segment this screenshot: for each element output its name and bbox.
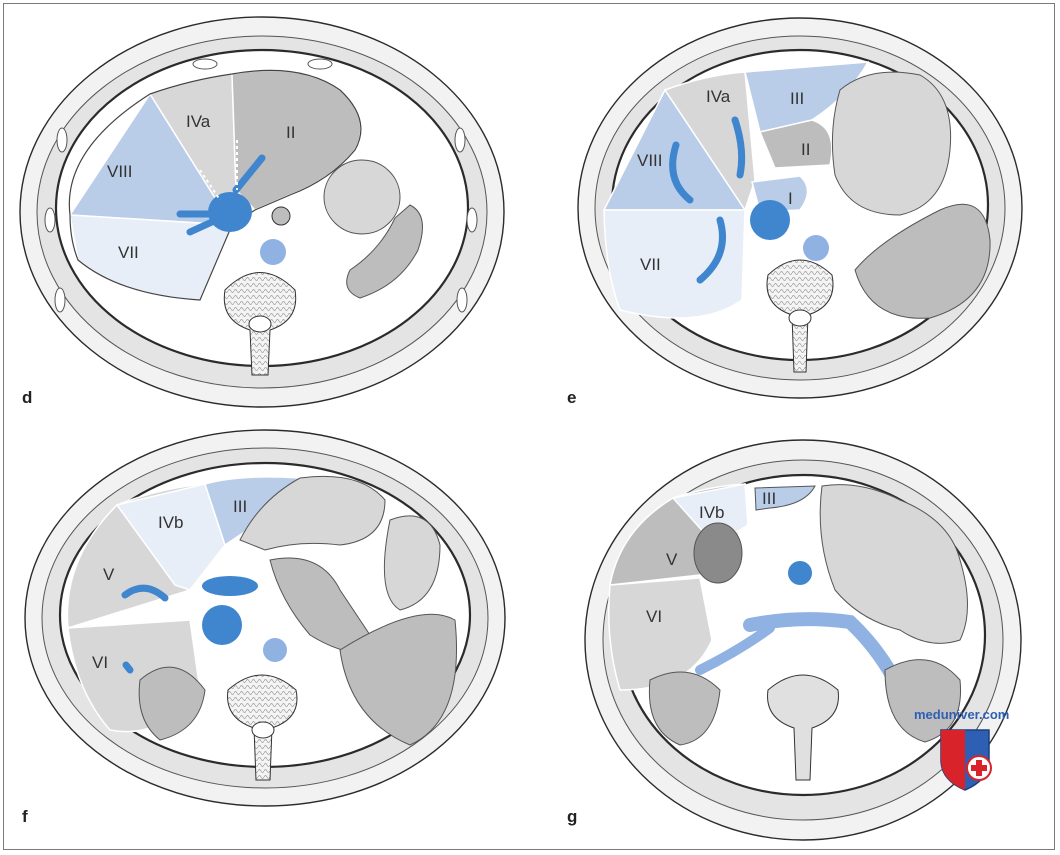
segment-label: V [666,550,678,569]
watermark: meduniver.com [914,707,1009,791]
rib [54,287,66,313]
segment-label: VI [646,607,662,626]
rib [44,207,56,233]
renal-vein [695,623,775,675]
spleen [339,613,458,746]
gallbladder [693,522,743,584]
segment-label: VI [92,653,108,672]
panel-letter: f [22,807,28,826]
panel-e: IVa III II VIII I VII e [567,17,1023,407]
segment-label: II [286,123,295,142]
hepatic-veins [121,584,169,674]
segment-vi [608,577,713,691]
hepatic-veins [176,154,266,236]
segment-label: I [788,189,793,208]
stomach [323,159,401,235]
ivc [750,200,790,240]
spinal-canal [248,315,272,333]
spleen [854,203,991,319]
stomach [239,475,386,551]
watermark-text: meduniver.com [914,707,1009,722]
rib [307,58,333,70]
rib [192,58,218,70]
panel-letter: e [567,388,576,407]
segment-label: VIII [637,151,663,170]
panel-f: IVb III V VI f [22,429,506,826]
aorta [263,638,287,662]
segment-ivb [115,483,226,591]
portal-vein [202,576,258,596]
segment-label: V [103,565,115,584]
segment-label: VIII [107,162,133,181]
segment-label: VII [118,243,139,262]
shield-cross-icon [940,729,992,791]
segment-iva [663,71,756,212]
segment-label: IVa [186,112,211,131]
spleen [346,204,423,299]
stomach [831,71,952,216]
segment-ii [758,119,833,169]
segment-label: IVb [158,513,184,532]
rib [456,287,468,313]
ivc [202,605,242,645]
segment-label: VII [640,255,661,274]
segment-vii [603,209,746,319]
liver-outline [68,69,362,301]
hepatic-veins [669,116,746,284]
splenic-vein [743,612,907,697]
segment-label: IVa [706,87,731,106]
segment-label: III [233,497,247,516]
rib [454,127,466,153]
aorta [803,235,829,261]
figure-frame [3,3,1055,850]
panel-letter: g [567,807,577,826]
esophagus [271,206,291,226]
rib [466,207,478,233]
segment-label: III [790,89,804,108]
right-kidney [138,666,206,741]
segment-label: IVb [699,503,725,522]
segment-boundary [199,169,221,201]
vessel [788,561,812,585]
spinal-canal [251,721,275,739]
panel-letter: d [22,388,32,407]
rib [56,127,68,153]
panel-d: IVa II VIII VII d [19,16,505,408]
bowel [819,484,968,644]
left-kidney [884,659,962,743]
vertebra [767,674,839,781]
aorta [260,239,286,265]
right-kidney [648,671,721,746]
spinal-canal [788,309,812,327]
segment-label: II [801,140,810,159]
segment-label: III [762,489,776,508]
segment-iii [754,485,816,511]
bowel [383,515,441,611]
panel-g: IVb III V VI g [567,439,1022,841]
